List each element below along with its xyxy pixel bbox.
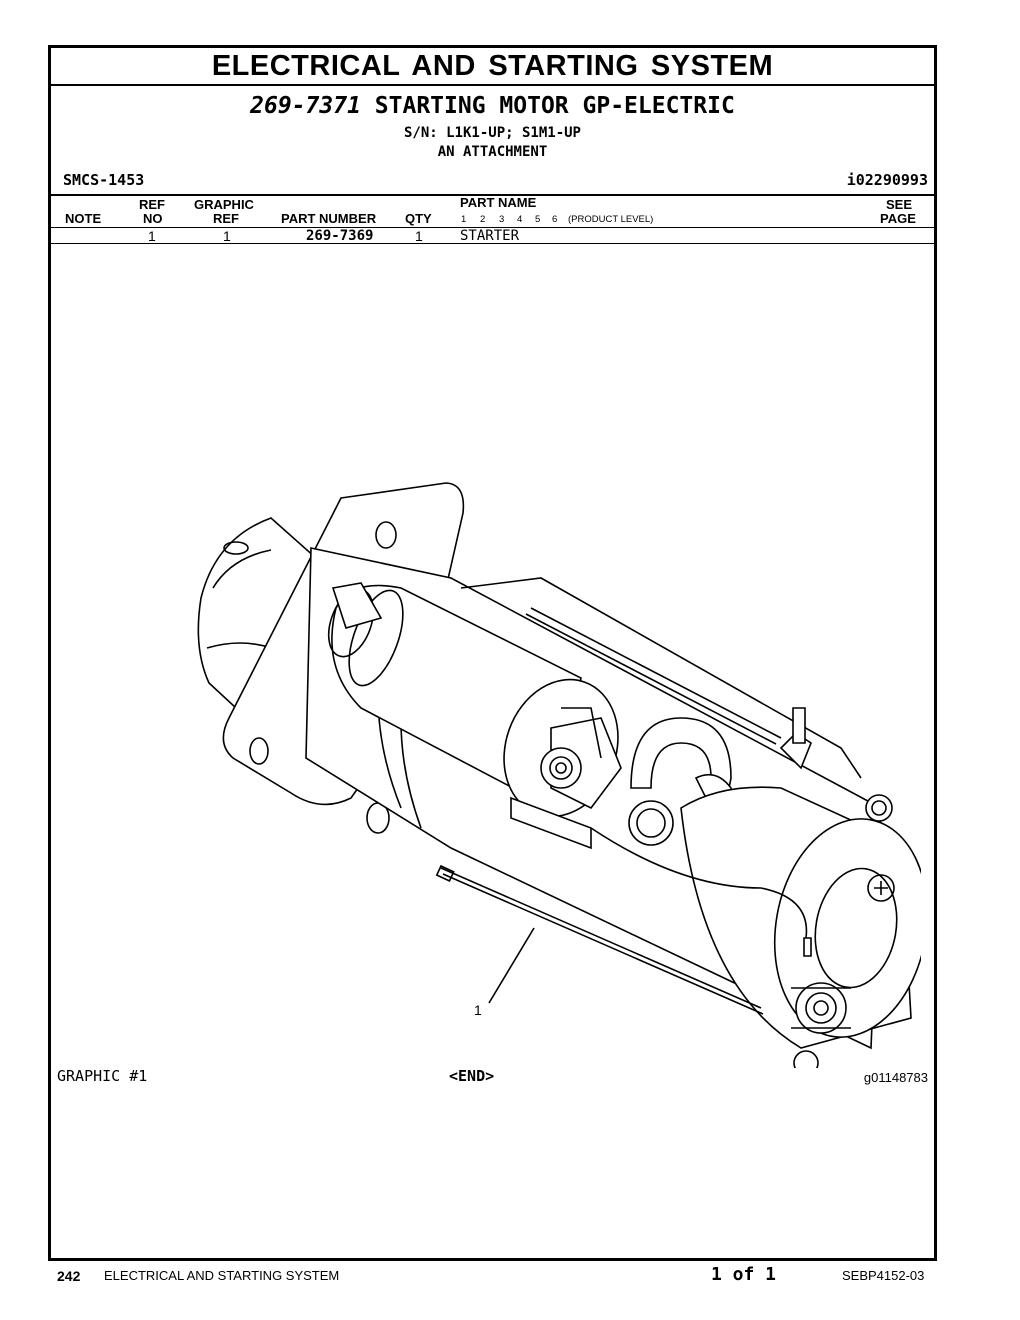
col-ref-top: REF [139, 197, 165, 212]
table-header-divider [51, 227, 934, 228]
col-see-top: SEE [886, 197, 913, 212]
col-note: NOTE [65, 211, 102, 226]
footer-page-of: 1 of 1 [711, 1264, 777, 1285]
col-graphic-top: GRAPHIC [194, 197, 254, 212]
level-1: 1 [461, 214, 467, 225]
level-4: 4 [517, 214, 523, 225]
col-qty: QTY [405, 211, 432, 226]
section-title: ELECTRICAL AND STARTING SYSTEM [211, 50, 774, 82]
level-2: 2 [480, 214, 486, 225]
row-part-name: STARTER [460, 228, 520, 244]
row-qty: 1 [415, 228, 423, 244]
graphic-label: GRAPHIC #1 [57, 1067, 148, 1085]
product-level: (PRODUCT LEVEL) [568, 214, 654, 225]
col-ref-bottom: NO [143, 211, 163, 226]
group-title: 269-7371 STARTING MOTOR GP-ELECTRIC [51, 93, 934, 119]
col-graphic-bottom: REF [213, 211, 239, 226]
row-ref-no: 1 [148, 228, 156, 244]
col-part-name: PART NAME [460, 195, 537, 210]
attachment-note: AN ATTACHMENT [437, 144, 548, 160]
smcs-code: SMCS-1453 [63, 171, 145, 189]
starter-motor-illustration: 1 [197, 482, 921, 1068]
level-6: 6 [552, 214, 558, 225]
table-row-divider [51, 243, 934, 244]
row-graphic-ref: 1 [223, 228, 231, 244]
footer-section: ELECTRICAL AND STARTING SYSTEM [104, 1268, 340, 1283]
row-part-number: 269-7369 [306, 228, 374, 244]
footer-page-number: 242 [57, 1268, 81, 1284]
col-part-number: PART NUMBER [281, 211, 377, 226]
level-5: 5 [535, 214, 541, 225]
callout-label: 1 [474, 1002, 482, 1018]
level-3: 3 [499, 214, 505, 225]
group-number: 269-7371 [250, 93, 361, 119]
header-divider [51, 194, 934, 196]
end-marker: <END> [449, 1067, 495, 1085]
serial-numbers: S/N: L1K1-UP; S1M1-UP [403, 125, 581, 141]
col-see-bottom: PAGE [880, 211, 916, 226]
footer-publication: SEBP4152-03 [842, 1268, 925, 1283]
page-frame: ELECTRICAL AND STARTING SYSTEM 269-7371 … [48, 45, 937, 1261]
title-divider [51, 84, 934, 86]
graphic-id: g01148783 [863, 1070, 928, 1085]
info-id: i02290993 [846, 171, 928, 189]
group-name: STARTING MOTOR GP-ELECTRIC [374, 93, 735, 119]
